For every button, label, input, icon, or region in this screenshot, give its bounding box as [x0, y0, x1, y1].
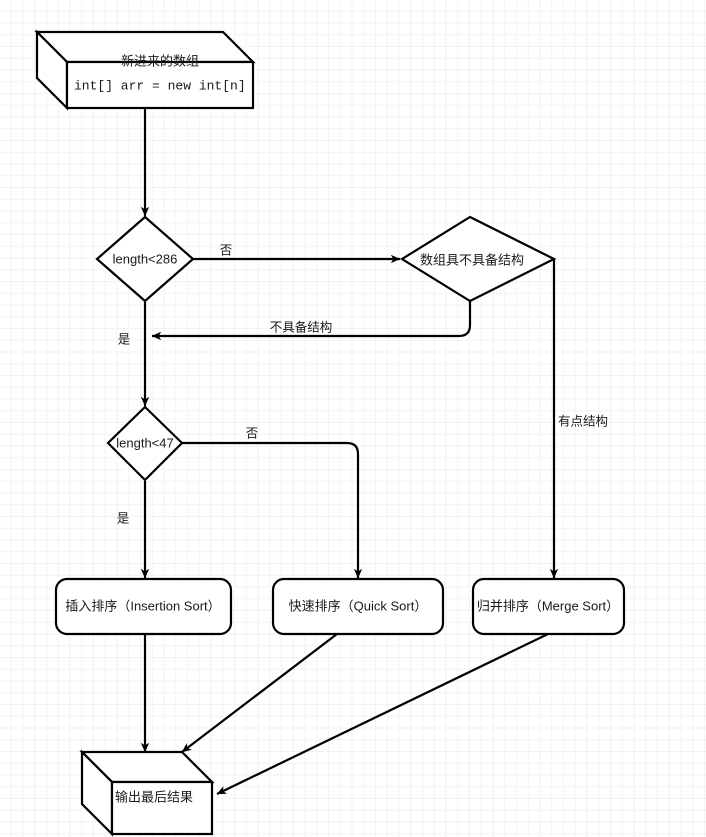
decision47-diamond [106, 405, 184, 482]
merge-sort-label: 归并排序（Merge Sort） [477, 598, 619, 613]
edge-label-structure-none: 不具备结构 [270, 319, 333, 334]
quick-sort-box [271, 577, 445, 636]
node-decision-length47[interactable]: length<47 [106, 405, 184, 482]
label-structure-none-text: 不具备结构 [270, 319, 333, 334]
node-quick-sort[interactable]: 快速排序（Quick Sort） [271, 577, 445, 636]
insertion-sort-box [54, 577, 233, 636]
edge-quick-to-output [181, 633, 338, 753]
edge-merge-to-output [216, 633, 549, 795]
label-47-no-text: 否 [246, 426, 259, 440]
start-code: int[] arr = new int[n] [74, 78, 246, 93]
label-structure-some-text: 有点结构 [558, 413, 608, 428]
quick-sort-label: 快速排序（Quick Sort） [289, 598, 428, 613]
edge-structure-none [151, 301, 472, 341]
label-286-no-text: 否 [220, 243, 233, 257]
decision-structure-diamond [399, 215, 557, 303]
node-decision-length286[interactable]: length<286 [95, 215, 195, 303]
merge-sort-box [471, 577, 626, 636]
node-merge-sort[interactable]: 归并排序（Merge Sort） [471, 577, 626, 636]
node-decision-structure[interactable]: 数组具不具备结构 [399, 215, 557, 303]
edge-label-decision286-no: 否 [220, 243, 233, 257]
decision-structure-label: 数组具不具备结构 [420, 252, 524, 267]
label-47-yes-text: 是 [117, 511, 130, 525]
node-insertion-sort[interactable]: 插入排序（Insertion Sort） [54, 577, 233, 636]
label-286-yes-text: 是 [118, 332, 131, 346]
edge-label-structure-some: 有点结构 [558, 413, 608, 428]
output-cube-front-face [110, 780, 214, 836]
decision286-diamond [95, 215, 195, 303]
insertion-sort-label: 插入排序（Insertion Sort） [65, 598, 220, 613]
edge-label-decision47-no: 否 [246, 426, 259, 440]
start-title: 新进来的数组 [121, 53, 199, 68]
edge-decision47-no [182, 441, 363, 579]
start-cube-front-face [65, 60, 255, 110]
decision47-label: length<47 [116, 435, 173, 450]
node-start-cube[interactable]: 新进来的数组 int[] arr = new int[n] [34, 29, 256, 111]
node-output-cube[interactable]: 输出最后结果 [79, 749, 215, 837]
output-label: 输出最后结果 [115, 789, 193, 804]
edge-label-decision286-yes: 是 [118, 332, 131, 346]
decision286-label: length<286 [113, 251, 178, 266]
edge-label-decision47-yes: 是 [117, 511, 130, 525]
